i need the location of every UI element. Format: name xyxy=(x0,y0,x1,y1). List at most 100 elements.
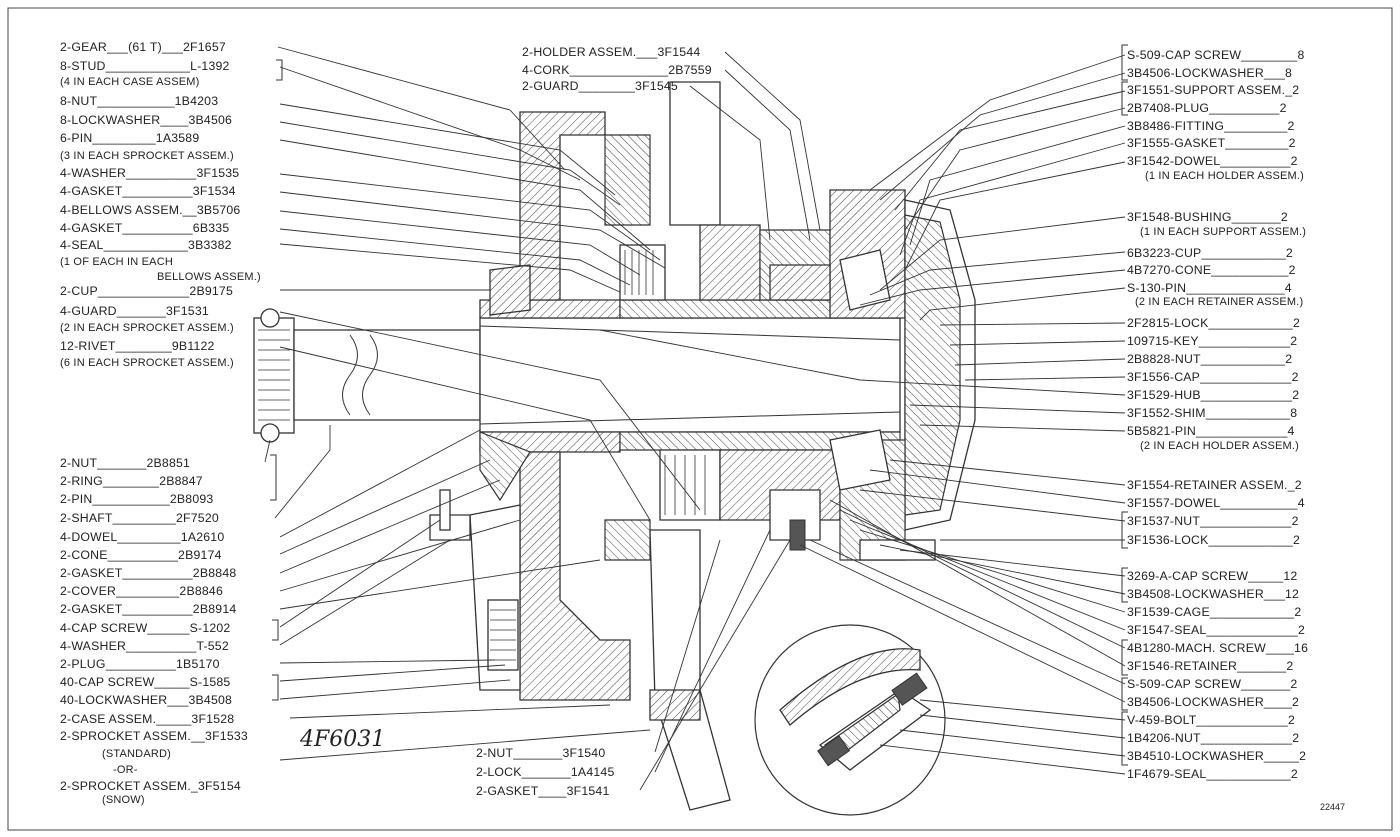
left-callout-27: 2-GASKET__________2B8914 xyxy=(60,602,236,616)
right-callout-6: 3F1542-DOWEL__________2 xyxy=(1127,154,1298,168)
right-callout-11: 4B7270-CONE___________2 xyxy=(1127,263,1296,277)
right-callout-23: 3F1557-DOWEL___________4 xyxy=(1127,496,1305,510)
right-callout-25: 3F1536-LOCK____________2 xyxy=(1127,533,1300,547)
bearing-cup-left xyxy=(489,264,531,316)
hub-bore xyxy=(479,317,901,433)
cap-screw-left xyxy=(439,489,451,531)
left-callout-13: BELLOWS ASSEM.) xyxy=(157,271,261,283)
left-callout-18: (6 IN EACH SPROCKET ASSEM.) xyxy=(60,357,234,369)
left-callout-34: 2-SPROCKET ASSEM.__3F1533 xyxy=(60,729,248,743)
case-lower xyxy=(519,451,631,701)
left-callout-24: 2-CONE__________2B9174 xyxy=(60,548,222,562)
right-callout-37: 1F4679-SEAL____________2 xyxy=(1127,767,1298,781)
right-callout-22: 3F1554-RETAINER ASSEM._2 xyxy=(1127,478,1302,492)
left-callout-5: 6-PIN_________1A3589 xyxy=(60,131,199,145)
left-callout-37: 2-SPROCKET ASSEM._3F5154 xyxy=(60,779,241,793)
right-callout-7: (1 IN EACH HOLDER ASSEM.) xyxy=(1145,170,1304,182)
shaft-break-1 xyxy=(342,334,358,416)
left-callout-33: 2-CASE ASSEM._____3F1528 xyxy=(60,712,234,726)
pin-bottom xyxy=(260,423,280,443)
left-callout-23: 4-DOWEL_________1A2610 xyxy=(60,530,224,544)
bottom-callouts: 2-NUT_______3F1540 2-LOCK_______1A4145 2-G… xyxy=(476,746,615,798)
left-callout-31: 40-CAP SCREW_____S-1585 xyxy=(60,675,230,689)
right-callout-0: S-509-CAP SCREW________8 xyxy=(1127,48,1305,62)
top-callouts: 2-HOLDER ASSEM.___3F1544 4-CORK__________… xyxy=(522,45,712,93)
right-callout-30: 4B1280-MACH. SCREW____16 xyxy=(1127,641,1308,655)
right-callout-10: 6B3223-CUP____________2 xyxy=(1127,246,1293,260)
right-callout-14: 2F2815-LOCK____________2 xyxy=(1127,316,1300,330)
left-callout-15: 4-GUARD_______3F1531 xyxy=(60,304,209,318)
right-callouts: S-509-CAP SCREW________8 3B4506-LOCKWASHE… xyxy=(1127,48,1308,781)
right-callout-20: 5B5821-PIN_____________4 xyxy=(1127,424,1295,438)
right-callout-31: 3F1546-RETAINER_______2 xyxy=(1127,659,1293,673)
left-callout-3: 8-NUT___________1B4203 xyxy=(60,94,218,108)
left-callouts: 2-GEAR___(61 T)___2F16578-STUD__________… xyxy=(60,40,261,806)
right-callout-34: V-459-BOLT_____________2 xyxy=(1127,713,1295,727)
right-callout-21: (2 IN EACH HOLDER ASSEM.) xyxy=(1140,440,1299,452)
left-callout-10: 4-GASKET__________6B335 xyxy=(60,221,229,235)
bottom-callout-1: 2-LOCK_______1A4145 xyxy=(476,765,615,779)
roller-bearing-upper xyxy=(839,249,891,311)
case-upper xyxy=(519,111,606,301)
bottom-callout-0: 2-NUT_______3F1540 xyxy=(476,746,605,760)
sprocket-teeth xyxy=(258,329,290,421)
shaft-break-2 xyxy=(362,334,378,416)
right-callout-32: S-509-CAP SCREW_______2 xyxy=(1127,677,1297,691)
right-callout-26: 3269-A-CAP SCREW_____12 xyxy=(1127,569,1297,583)
bottom-callout-2: 2-GASKET____3F1541 xyxy=(476,784,609,798)
left-callout-4: 8-LOCKWASHER____3B4506 xyxy=(60,113,232,127)
right-callout-19: 3F1552-SHIM____________8 xyxy=(1127,406,1297,420)
top-callout-0: 2-HOLDER ASSEM.___3F1544 xyxy=(522,45,700,59)
left-callout-25: 2-GASKET__________2B8848 xyxy=(60,566,236,580)
right-callout-4: 3B8486-FITTING_________2 xyxy=(1127,119,1295,133)
left-callout-17: 12-RIVET________9B1122 xyxy=(60,339,215,353)
left-callout-20: 2-RING________2B8847 xyxy=(60,474,203,488)
right-callout-13: (2 IN EACH RETAINER ASSEM.) xyxy=(1135,296,1303,308)
bellows-upper xyxy=(619,244,666,301)
left-callout-9: 4-BELLOWS ASSEM.__3B5706 xyxy=(60,203,240,217)
right-callout-15: 109715-KEY_____________2 xyxy=(1127,334,1297,348)
gear-teeth-lower xyxy=(487,599,519,671)
handwritten-note: 4F6031 xyxy=(299,727,385,752)
left-callout-14: 2-CUP_____________2B9175 xyxy=(60,284,233,298)
figure-number: 22447 xyxy=(1320,802,1345,812)
axle-shaft xyxy=(293,329,481,421)
right-callout-3: 2B7408-PLUG__________2 xyxy=(1127,101,1287,115)
right-callout-12: S-130-PIN______________4 xyxy=(1127,281,1292,295)
bolt-lower xyxy=(789,519,806,551)
right-callout-35: 1B4206-NUT_____________2 xyxy=(1127,731,1299,745)
right-callout-1: 3B4506-LOCKWASHER___8 xyxy=(1127,66,1292,80)
right-callout-16: 2B8828-NUT____________2 xyxy=(1127,352,1292,366)
sprocket-web xyxy=(649,529,731,811)
sprocket-hub-left xyxy=(253,317,295,434)
left-callout-2: (4 IN EACH CASE ASSEM) xyxy=(60,76,200,88)
right-callout-28: 3F1539-CAGE____________2 xyxy=(1127,605,1301,619)
left-callout-19: 2-NUT_______2B8851 xyxy=(60,456,190,470)
final-drive-cross-section xyxy=(253,81,976,816)
right-callout-8: 3F1548-BUSHING_______2 xyxy=(1127,210,1288,224)
seal-detail-inset xyxy=(754,624,946,816)
left-callout-28: 4-CAP SCREW______S-1202 xyxy=(60,621,230,635)
roller-bearing-lower xyxy=(829,429,891,491)
right-callout-24: 3F1537-NUT_____________2 xyxy=(1127,514,1299,528)
group-brackets xyxy=(270,44,1128,766)
left-callout-26: 2-COVER_________2B8846 xyxy=(60,584,223,598)
seal-ring-detail xyxy=(779,648,921,726)
right-callout-29: 3F1547-SEAL_____________2 xyxy=(1127,623,1305,637)
right-callout-27: 3B4508-LOCKWASHER___12 xyxy=(1127,587,1299,601)
leader-lines xyxy=(264,46,1126,791)
right-callout-36: 3B4510-LOCKWASHER_____2 xyxy=(1127,749,1306,763)
left-callout-30: 2-PLUG__________1B5170 xyxy=(60,657,220,671)
right-callout-9: (1 IN EACH SUPPORT ASSEM.) xyxy=(1140,226,1306,238)
right-callout-18: 3F1529-HUB_____________2 xyxy=(1127,388,1299,402)
left-callout-1: 8-STUD____________L-1392 xyxy=(60,59,230,73)
left-callout-11: 4-SEAL____________3B3382 xyxy=(60,238,232,252)
left-callout-38: (SNOW) xyxy=(102,794,145,806)
top-callout-1: 4-CORK______________2B7559 xyxy=(522,63,712,77)
pin-top xyxy=(260,308,280,328)
left-callout-35: (STANDARD) xyxy=(102,748,171,760)
top-callout-2: 2-GUARD________3F1545 xyxy=(522,79,678,93)
left-callout-36: -OR- xyxy=(113,764,138,776)
left-callout-7: 4-WASHER__________3F1535 xyxy=(60,166,239,180)
